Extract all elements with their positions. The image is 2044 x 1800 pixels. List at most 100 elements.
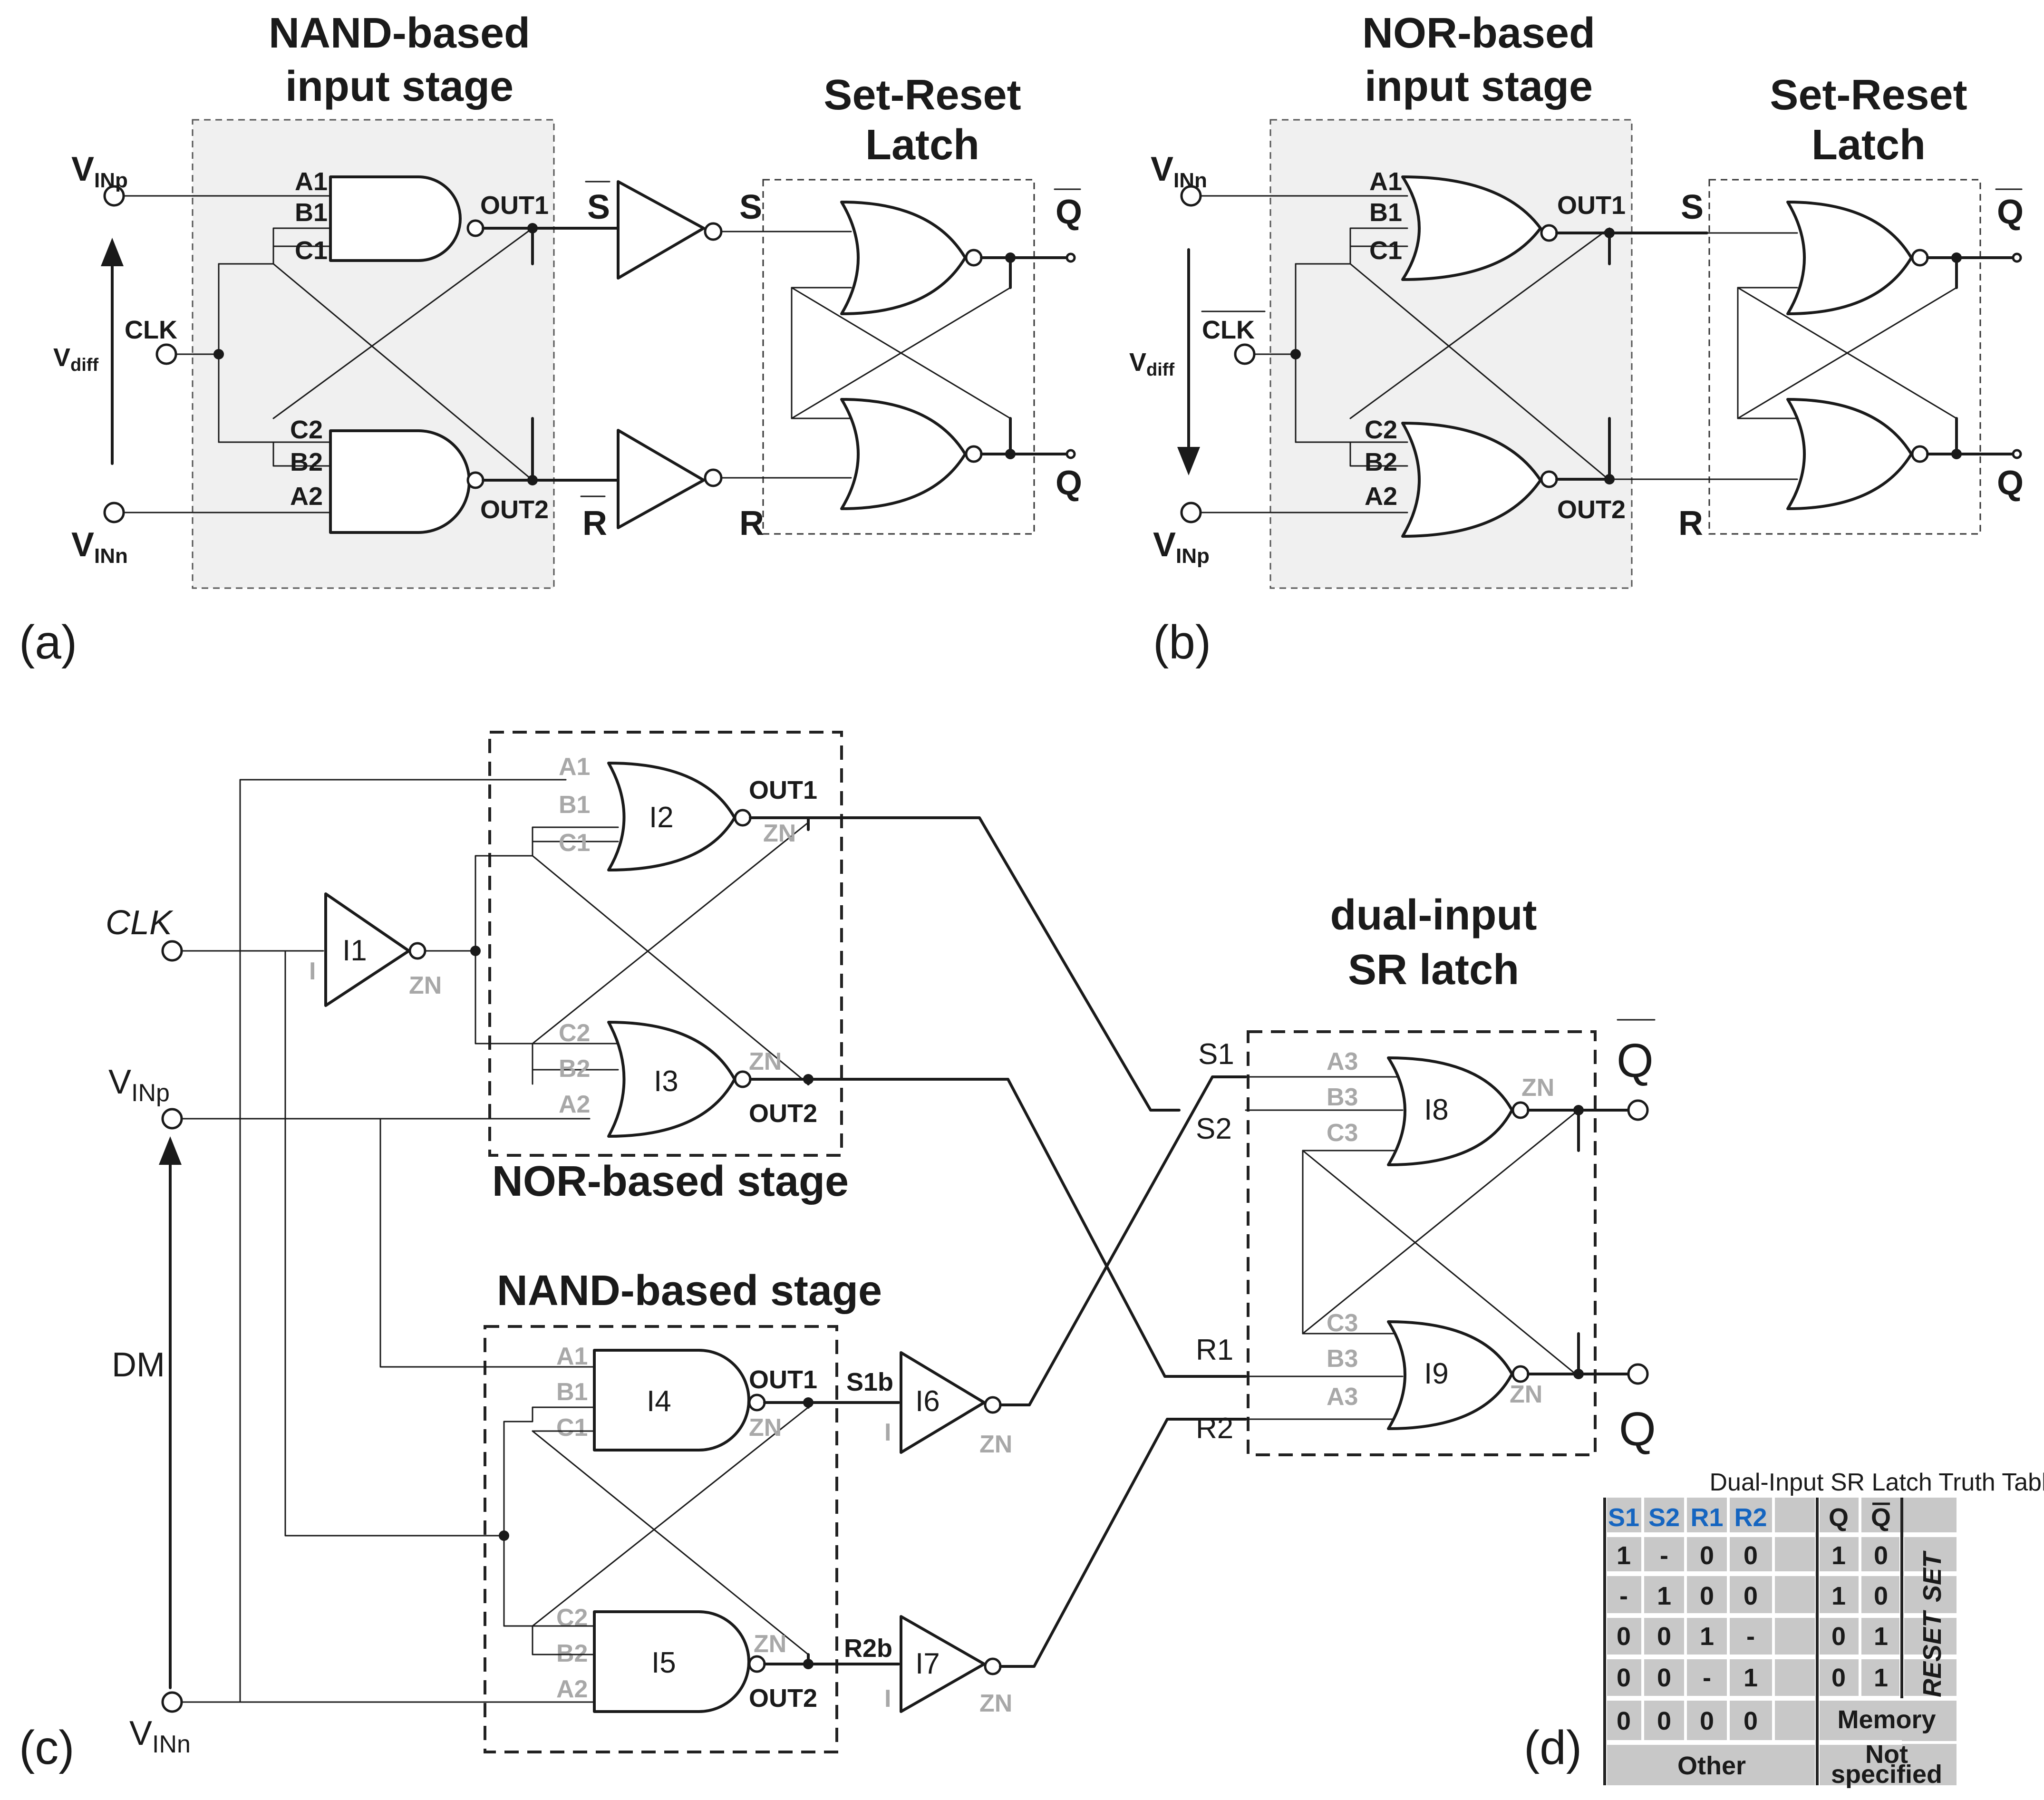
q-label: Q [1997, 464, 2024, 502]
other-label: Other [1677, 1752, 1746, 1780]
i2-pin-a1: A1 [559, 753, 590, 781]
table-row-3: 0 0 1 - 0 1 [1617, 1622, 1888, 1651]
vinp-label: VINp [1153, 526, 1210, 568]
vinn-terminal [103, 502, 125, 523]
nand-gate-bottom [329, 429, 471, 534]
qbar-terminal [2012, 252, 2022, 263]
table-cell: 1 [1617, 1541, 1631, 1570]
vinp-label: VINp [108, 1063, 170, 1107]
q-terminal [1627, 1363, 1649, 1385]
q-node [1005, 449, 1016, 459]
panel-b-stage-title-1: NOR-based [1362, 10, 1595, 57]
table-cell: 0 [1617, 1707, 1631, 1735]
i3-pin-zn: ZN [749, 1048, 782, 1075]
pin-c2: C2 [1365, 416, 1397, 444]
i8-pin-a3: A3 [1327, 1048, 1358, 1075]
r-label: R [739, 504, 764, 542]
q-terminal [2012, 449, 2022, 459]
panel-a-latch-feedback [791, 287, 1011, 419]
clk-label: CLK [125, 316, 177, 344]
i4-bubble [748, 1394, 766, 1412]
i1-bubble [408, 942, 426, 960]
i9-pin-a3: A3 [1327, 1383, 1358, 1411]
table-cell: 0 [1617, 1622, 1631, 1651]
pin-c1: C1 [1369, 236, 1402, 265]
table-cell: 1 [1744, 1664, 1758, 1692]
panel-c-input-wires [181, 779, 595, 1703]
i2-out1-label: OUT1 [749, 776, 817, 804]
out1-node [1604, 228, 1615, 238]
label-d: (d) [1524, 1721, 1582, 1774]
gate-i5-label: I5 [651, 1646, 676, 1679]
pin-c2: C2 [290, 416, 323, 444]
i3-pin-b2: B2 [559, 1055, 590, 1083]
panel-b: NOR-based input stage Set-Reset Latch VI… [1129, 10, 2024, 669]
panel-b-out-wires [1555, 232, 1708, 481]
i3-out2-label: OUT2 [749, 1099, 817, 1128]
inverter-i7 [900, 1615, 986, 1713]
latch-nor-top [1786, 201, 1913, 315]
i4-pin-a1: A1 [556, 1343, 588, 1370]
inverter-r-bubble [704, 468, 723, 487]
i5-pin-c2: C2 [556, 1604, 588, 1632]
s1-label: S1 [1198, 1038, 1234, 1071]
nor-gate-i3 [607, 1021, 736, 1138]
table-cell: 1 [1831, 1582, 1846, 1610]
i2-bubble [734, 809, 752, 827]
table-cell: 0 [1657, 1664, 1671, 1692]
gate-i7-label: I7 [915, 1647, 940, 1680]
latch-bottom-bubble [965, 445, 983, 463]
table-cell: 0 [1744, 1582, 1758, 1610]
q-label: Q [1056, 464, 1082, 502]
table-row-4: 0 0 - 1 0 1 [1617, 1664, 1888, 1692]
panel-b-input-wires [1200, 195, 1408, 513]
not-specified-label-2: specified [1831, 1760, 1942, 1789]
table-cell: - [1703, 1664, 1711, 1692]
header-q: Q [1829, 1503, 1849, 1532]
clk-label: CLK [106, 904, 174, 942]
i6-bubble [984, 1396, 1002, 1414]
table-cell: 1 [1700, 1622, 1714, 1651]
qbar-node [1951, 252, 1962, 263]
label-b: (b) [1153, 616, 1211, 669]
nand-stage-cross [532, 1406, 809, 1655]
header-r2: R2 [1734, 1503, 1767, 1532]
nand-stage-title: NAND-based stage [497, 1267, 882, 1315]
i3-pin-c2: C2 [559, 1019, 590, 1047]
vinn-label: VINn [129, 1714, 191, 1758]
truth-table-dividers [1603, 1498, 1903, 1785]
pin-a1: A1 [1369, 167, 1402, 196]
clkbar-terminal [1234, 343, 1256, 365]
out2-label: OUT2 [480, 495, 549, 524]
i3-bubble [734, 1070, 752, 1088]
nor-gate-bottom [1401, 422, 1542, 538]
table-cell: - [1619, 1582, 1628, 1610]
panel-a-stage-title-2: input stage [285, 63, 513, 110]
gate-i2-label: I2 [649, 801, 674, 834]
pin-a2: A2 [290, 482, 323, 511]
i8-bubble [1511, 1101, 1530, 1119]
qbar-terminal [1627, 1099, 1649, 1121]
truth-table-title: Dual-Input SR Latch Truth Table [1709, 1469, 2044, 1496]
qbar-node [1005, 252, 1016, 263]
table-cell: 0 [1700, 1541, 1714, 1570]
panel-a-out-wires [482, 227, 620, 482]
sr-latch-box [1247, 1030, 1597, 1456]
r-label: R [1678, 504, 1703, 542]
q-node [1951, 449, 1962, 459]
panel-b-cross-wires [1349, 227, 1610, 481]
table-cell: 0 [1744, 1707, 1758, 1735]
side-set-label: SET [1918, 1550, 1947, 1602]
latch-title-2: SR latch [1348, 946, 1519, 994]
panel-a-input-wires [123, 195, 331, 513]
nor-stage-outputs [749, 816, 1247, 1378]
pin-c1: C1 [295, 236, 328, 265]
qbar-label: Q [1617, 1034, 1654, 1087]
i5-bubble [748, 1655, 766, 1673]
pin-a1: A1 [295, 167, 328, 196]
header-s1: S1 [1608, 1503, 1639, 1532]
vinp-terminal [1180, 502, 1202, 523]
q-label: Q [1619, 1403, 1656, 1456]
dm-label: DM [112, 1346, 165, 1384]
latch-internal-wires [1245, 1076, 1579, 1420]
